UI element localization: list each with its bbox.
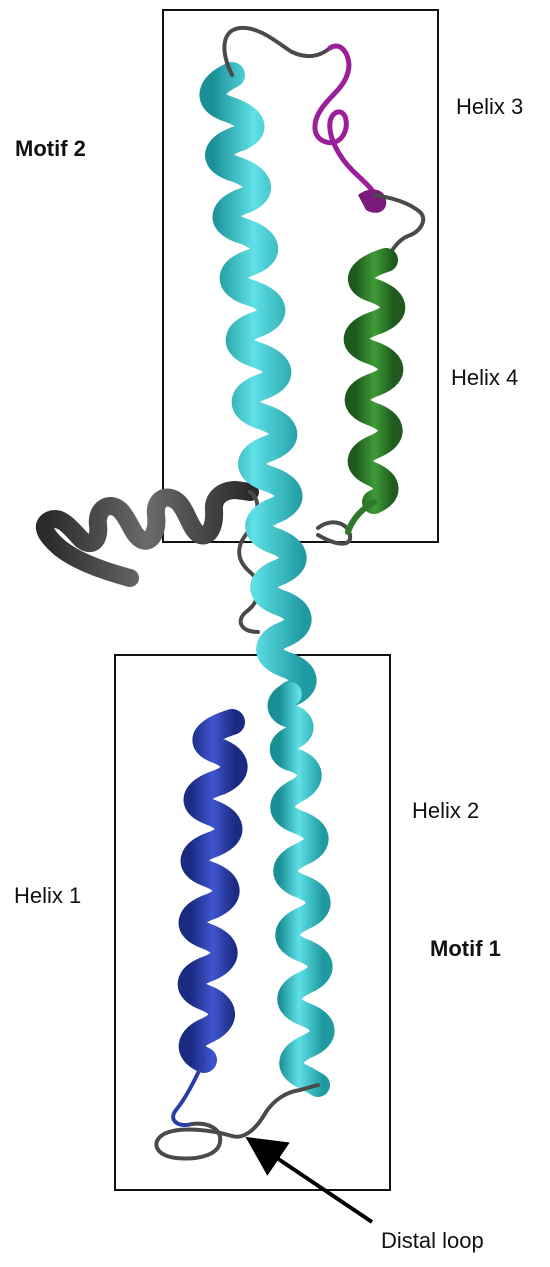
distal-loop-arrow <box>262 1148 372 1222</box>
helix-4-label: Helix 4 <box>451 367 518 389</box>
motif-1-box <box>115 655 390 1190</box>
motif-2-label: Motif 2 <box>15 138 86 160</box>
helix-3-label: Helix 3 <box>456 96 523 118</box>
helix-1-label: Helix 1 <box>14 885 81 907</box>
distal-loop-label: Distal loop <box>381 1230 484 1252</box>
helix-2-label: Helix 2 <box>412 800 479 822</box>
distal-loop-segment <box>156 1085 318 1158</box>
helix-1-blue <box>173 722 234 1125</box>
helix-4-green <box>348 260 393 532</box>
motif-1-label: Motif 1 <box>430 938 501 960</box>
helix-2-cyan <box>212 75 322 1085</box>
